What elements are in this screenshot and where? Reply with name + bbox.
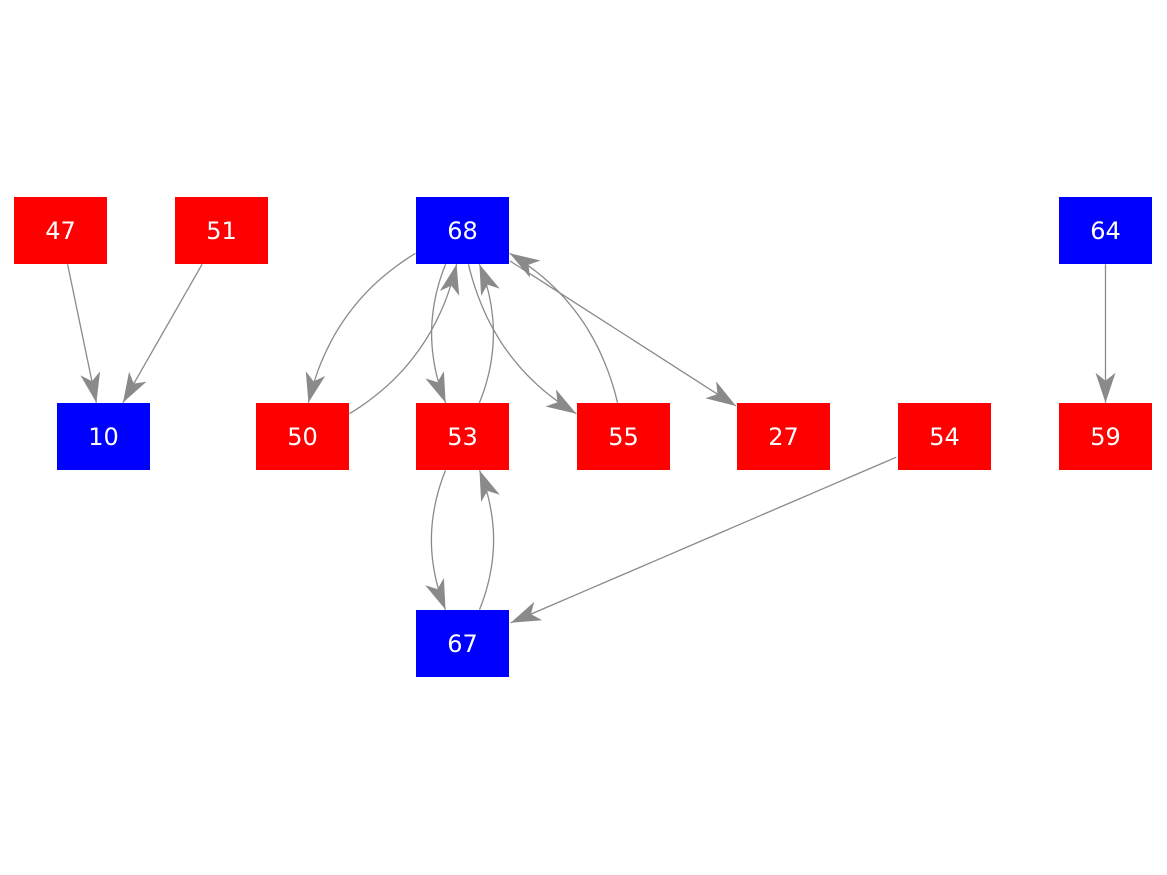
edge-68-55 <box>467 264 577 415</box>
arrowhead-55-68 <box>509 253 541 278</box>
edge-51-10 <box>122 263 203 404</box>
graph-node-10 <box>57 403 150 470</box>
edge-67-53 <box>478 470 495 610</box>
graph-node-55 <box>577 403 670 470</box>
graph-node-27 <box>737 403 830 470</box>
graph-node-59 <box>1059 403 1152 470</box>
arrowhead-54-67 <box>510 601 543 623</box>
edge-50-68 <box>349 264 458 415</box>
arrowhead-51-10 <box>122 371 147 403</box>
arrowhead-53-68 <box>479 264 500 296</box>
graph-node-54 <box>898 403 991 470</box>
edge-53-68 <box>478 264 495 403</box>
arrowhead-50-68 <box>439 264 460 296</box>
arrowhead-68-27 <box>705 381 736 406</box>
edge-55-68 <box>509 252 619 403</box>
graph-node-50 <box>256 403 349 470</box>
arrowhead-64-59 <box>1095 372 1116 403</box>
edge-68-50 <box>307 252 416 403</box>
edge-68-53 <box>430 264 447 403</box>
graph-node-53 <box>416 403 509 470</box>
arrowhead-53-67 <box>425 578 446 610</box>
edge-47-10 <box>66 264 98 403</box>
arrowhead-68-55 <box>545 389 577 414</box>
edge-68-27 <box>509 260 737 407</box>
graph-node-51 <box>175 197 268 264</box>
edge-54-67 <box>510 456 897 624</box>
graph-node-68 <box>416 197 509 264</box>
arrowhead-67-53 <box>479 470 500 502</box>
graph-node-47 <box>14 197 107 264</box>
arrowhead-47-10 <box>80 371 101 403</box>
graph-node-67 <box>416 610 509 677</box>
edge-53-67 <box>430 470 447 610</box>
graph-node-64 <box>1059 197 1152 264</box>
arrowhead-68-50 <box>305 371 326 403</box>
arrowhead-68-53 <box>425 371 446 403</box>
